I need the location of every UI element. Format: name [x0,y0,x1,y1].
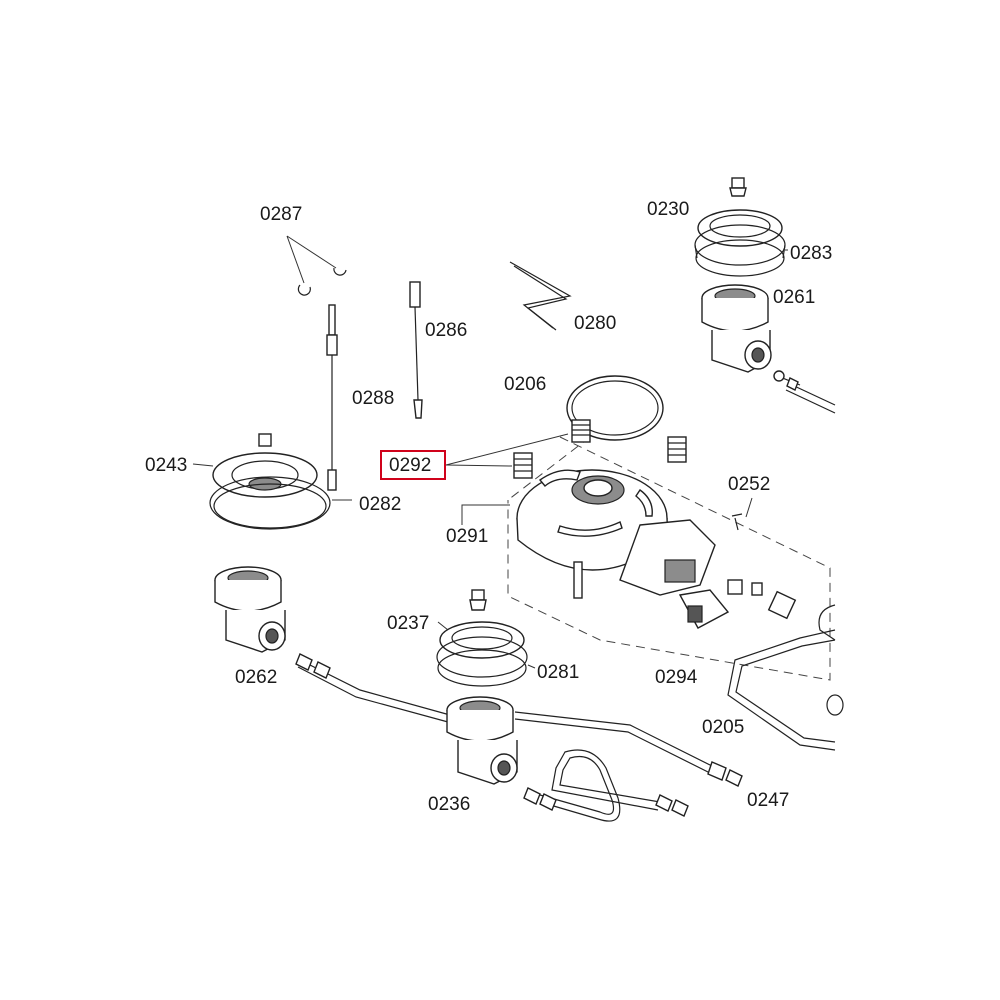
label-0236: 0236 [428,794,471,815]
part-0236-valve [446,696,518,785]
label-0288: 0288 [352,388,395,409]
label-0280: 0280 [574,313,617,334]
part-0294-connectors [751,582,797,620]
part-0206-o-ring [566,375,664,441]
label-0262: 0262 [235,667,278,688]
part-0247-pipe [514,711,743,822]
part-0280-wire-spring [509,261,572,331]
leader-0252 [745,497,753,518]
label-0281: 0281 [537,662,580,683]
label-0247: 0247 [747,790,790,811]
part-0287-clips [297,267,347,296]
label-0243: 0243 [145,455,188,476]
label-0206: 0206 [504,374,547,395]
part-0230-injector [729,177,747,197]
label-0237: 0237 [387,613,430,634]
part-0261-valve [701,284,836,414]
label-0292: 0292 [389,455,432,476]
leader-0287 [286,235,337,284]
part-0205-pipe [727,604,844,751]
label-0287: 0287 [260,204,303,225]
highlight-box [380,450,446,480]
part-pipe-left [295,653,451,723]
part-0283-ring [694,209,786,277]
part-springs [513,419,687,479]
part-0237-injector [469,589,487,611]
part-0243-burner [209,433,331,530]
label-0291: 0291 [446,526,489,547]
part-0252-screw [731,513,743,531]
leader-0281 [527,664,536,669]
label-0261: 0261 [773,287,816,308]
part-0286-electrode [409,281,423,419]
label-0283: 0283 [790,243,833,264]
label-0294: 0294 [655,667,698,688]
part-0288-thermocouple [326,304,338,491]
leader-0237 [437,621,449,631]
leader-0291 [461,504,510,525]
label-0205: 0205 [702,717,745,738]
label-0286: 0286 [425,320,468,341]
part-0291-control-unit [516,469,743,629]
assembly-dashed-outline [507,436,831,681]
label-0230: 0230 [647,199,690,220]
label-0252: 0252 [728,474,771,495]
part-0262-valve [214,566,286,653]
leader-0292 [445,433,569,467]
label-0282: 0282 [359,494,402,515]
leader-0243 [192,463,214,467]
part-0281-ring [436,621,528,687]
